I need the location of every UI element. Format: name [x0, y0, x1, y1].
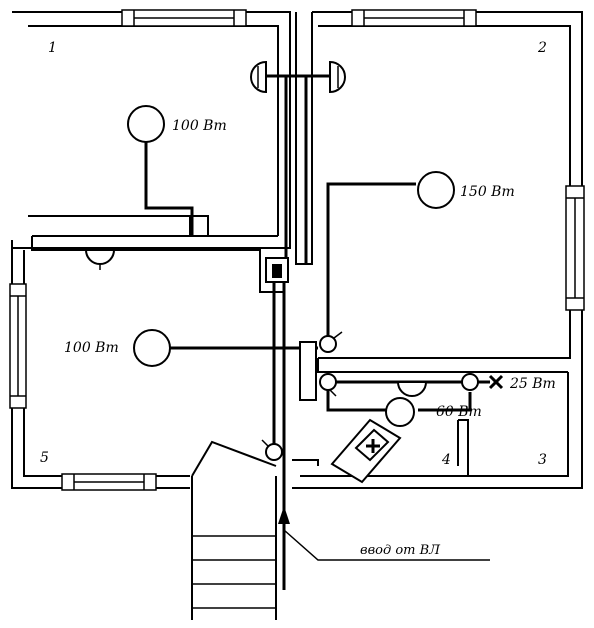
switch-room2	[319, 335, 337, 353]
lamp-25w-cross	[488, 374, 504, 390]
lamp-room4	[385, 397, 415, 427]
stove-icon	[330, 418, 402, 484]
switches	[261, 331, 479, 461]
lamp-power-room1: 100 Вт	[172, 118, 227, 134]
lamp-power-room4: 60 Вт	[436, 404, 482, 420]
wiring	[144, 74, 490, 590]
entry-label: ввод от ВЛ	[360, 543, 441, 558]
room-number-2: 2	[537, 40, 547, 56]
lamp-room2	[417, 171, 455, 209]
entry-arrow	[278, 506, 490, 561]
windows	[9, 9, 585, 491]
interior-walls	[28, 12, 568, 476]
porch-stairs	[191, 440, 277, 620]
lamp-room1	[127, 105, 165, 143]
room-number-4: 4	[441, 452, 451, 468]
lamp-power-room3: 25 Вт	[509, 376, 556, 392]
switch-room3	[461, 373, 479, 391]
switch-room4	[319, 373, 337, 391]
wall-lamps	[84, 60, 428, 397]
room-number-1: 1	[48, 40, 57, 56]
room-number-3: 3	[538, 452, 547, 468]
ceiling-lamps	[127, 105, 455, 427]
lamp-power-room2: 150 Вт	[460, 184, 515, 200]
room-number-5: 5	[40, 450, 49, 466]
lamp-room5	[133, 329, 171, 367]
distribution-panels	[265, 257, 317, 401]
lamp-power-room5: 100 Вт	[64, 340, 119, 356]
switch-entry	[265, 443, 283, 461]
